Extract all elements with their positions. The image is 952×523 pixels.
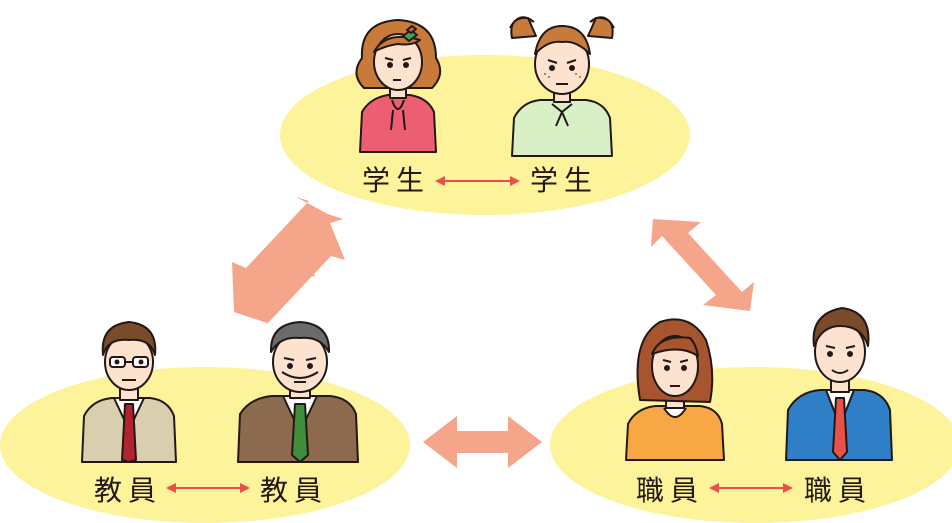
teacher-elder-brown-suit-icon	[237, 321, 359, 463]
staff-right-label: 職員	[804, 474, 872, 507]
student-girl-pink-hoodie-icon	[355, 19, 442, 153]
student-right-label: 学生	[530, 164, 598, 197]
teacher-right-label: 教員	[260, 474, 328, 507]
arrow-teachers-staff	[423, 416, 542, 468]
arrow-students-teachers	[232, 197, 345, 328]
student-left-label: 学生	[362, 164, 430, 197]
teacher-glasses-beige-suit-icon	[81, 321, 177, 463]
staff-woman-orange-sweater-icon	[625, 318, 725, 461]
students-group-ellipse	[280, 55, 690, 215]
arrow-students-staff	[651, 219, 754, 311]
teacher-left-label: 教員	[94, 474, 162, 507]
staff-man-blue-suit-icon	[785, 307, 893, 461]
staff-left-label: 職員	[636, 474, 704, 507]
student-girl-pigtails-icon	[509, 16, 615, 157]
